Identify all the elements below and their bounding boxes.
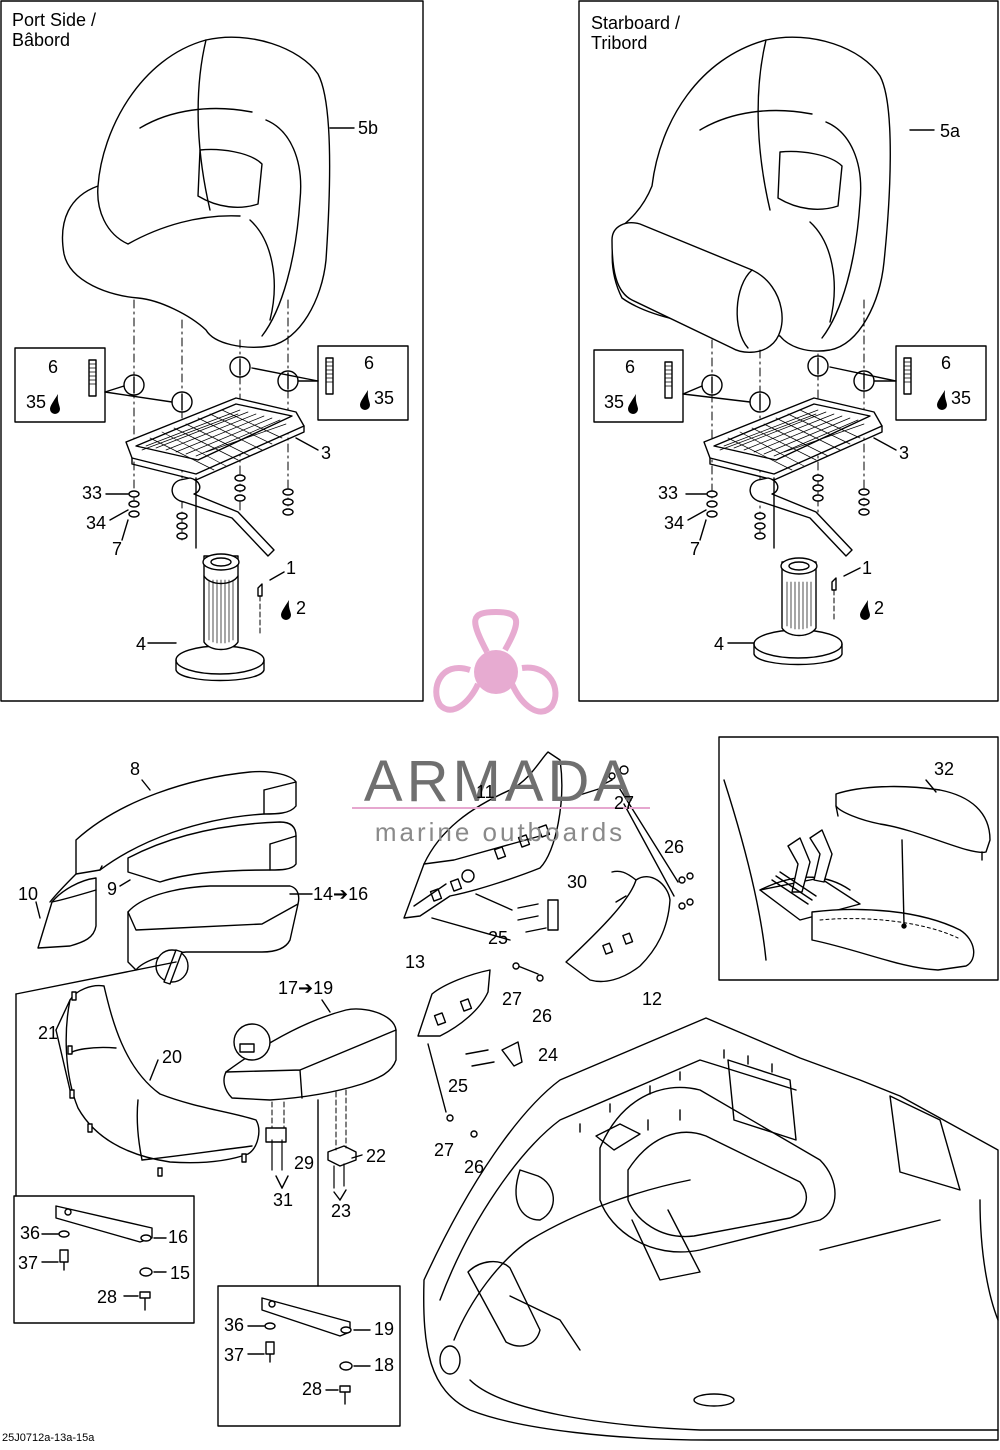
starboard-title-line2: Tribord	[591, 33, 648, 53]
callout-port-washer: 33	[82, 483, 103, 503]
callout-b-36: 36	[224, 1315, 245, 1335]
port-seat	[61, 36, 331, 348]
callout-27-bottom: 27	[434, 1140, 455, 1160]
cushion-14	[127, 885, 300, 971]
port-pedestal	[175, 553, 265, 682]
starboard-panel-title: Starboard / Tribord	[591, 13, 680, 53]
callout-starboard-stud-left: 6	[625, 357, 636, 377]
callout-starboard-screw: 1	[862, 558, 873, 578]
callout-13: 13	[405, 952, 426, 972]
callout-a-36: 36	[20, 1223, 41, 1243]
cushion-10	[37, 877, 97, 949]
starboard-title-line1: Starboard /	[591, 13, 681, 33]
callout-port-seat: 5b	[358, 118, 379, 138]
armada-logo-icon	[433, 608, 559, 715]
starboard-stud-box-right	[895, 345, 987, 421]
callout-9: 9	[107, 879, 118, 899]
callout-11: 11	[476, 782, 495, 802]
callout-a-28: 28	[97, 1287, 118, 1307]
callout-starboard-stud-right: 6	[941, 353, 952, 373]
callout-a-16: 16	[168, 1227, 189, 1247]
callout-port-plate: 3	[321, 443, 332, 463]
callout-starboard-pedestal: 4	[714, 634, 725, 654]
starboard-seat	[611, 36, 891, 353]
callout-starboard-adhesive-screw: 2	[874, 598, 885, 618]
callout-starboard-seat: 5a	[940, 121, 961, 141]
callout-starboard-lockwasher: 34	[664, 513, 685, 533]
console-detail-frame	[718, 736, 999, 981]
drawing-code: 25J0712a-13a-15a	[2, 1432, 95, 1444]
callout-a-15: 15	[170, 1263, 191, 1283]
callout-b-19: 19	[374, 1319, 395, 1339]
port-stud-box-left	[14, 347, 106, 423]
side-panel-12	[565, 870, 671, 983]
callout-10: 10	[18, 884, 39, 904]
watermark-subtitle: marine outboards	[374, 817, 626, 847]
starboard-pedestal	[753, 557, 843, 666]
callout-30: 30	[567, 872, 588, 892]
callout-starboard-adhesive-right: 35	[951, 388, 972, 408]
callout-31: 31	[273, 1190, 294, 1210]
callout-b-18: 18	[374, 1355, 395, 1375]
callout-25-bottom: 25	[448, 1076, 469, 1096]
port-mounting-plate	[125, 397, 305, 481]
callout-14: 14➔16	[313, 884, 369, 904]
callout-20: 20	[162, 1047, 183, 1067]
callout-12: 12	[642, 989, 663, 1009]
callout-27-top: 27	[614, 793, 635, 813]
callout-starboard-nut: 7	[690, 539, 701, 559]
console-detail-art	[723, 779, 991, 971]
callout-port-adhesive-right: 35	[374, 388, 395, 408]
callout-a-37: 37	[18, 1253, 39, 1273]
callout-starboard-plate: 3	[899, 443, 910, 463]
side-panel-11	[403, 751, 563, 919]
callout-26-top: 26	[664, 837, 685, 857]
port-panel-title: Port Side / Bâbord	[12, 10, 96, 50]
callout-port-lockwasher: 34	[86, 513, 107, 533]
callout-port-pedestal: 4	[136, 634, 147, 654]
detail-box-16	[13, 1195, 195, 1324]
detail-box-19	[217, 1285, 401, 1427]
starboard-mounting-plate	[703, 397, 883, 481]
port-panel-frame	[0, 0, 424, 702]
callout-starboard-adhesive-left: 35	[604, 392, 625, 412]
callout-21: 21	[38, 1023, 59, 1043]
port-title-line2: Bâbord	[12, 30, 71, 50]
callout-23: 23	[331, 1201, 352, 1221]
side-panel-13	[417, 969, 491, 1037]
starboard-stud-box-left	[593, 349, 684, 423]
callout-17: 17➔19	[278, 978, 334, 998]
callout-port-stud-right: 6	[364, 353, 375, 373]
callout-8: 8	[130, 759, 141, 779]
callout-24: 24	[538, 1045, 559, 1065]
callout-port-adhesive-screw: 2	[296, 598, 307, 618]
cushion-8	[49, 770, 297, 903]
callout-b-37: 37	[224, 1345, 245, 1365]
callout-27-mid: 27	[502, 989, 523, 1009]
callout-port-screw: 1	[286, 558, 297, 578]
callout-32: 32	[934, 759, 955, 779]
starboard-panel-frame	[578, 0, 999, 702]
boat-hull	[423, 1017, 999, 1441]
callout-b-28: 28	[302, 1379, 323, 1399]
callout-25-top: 25	[488, 928, 509, 948]
callout-starboard-washer: 33	[658, 483, 679, 503]
callout-26-mid: 26	[532, 1006, 553, 1026]
seat-base-20	[65, 984, 260, 1164]
port-title-line1: Port Side /	[12, 10, 97, 30]
callout-port-nut: 7	[112, 539, 123, 559]
callout-port-stud-left: 6	[48, 357, 59, 377]
callout-29: 29	[294, 1153, 315, 1173]
cushion-9	[127, 821, 297, 883]
cushion-17	[223, 1008, 397, 1101]
callout-22: 22	[366, 1146, 387, 1166]
callout-port-adhesive-left: 35	[26, 392, 47, 412]
watermark-name: ARMADA	[363, 749, 637, 814]
callout-26-bottom: 26	[464, 1157, 485, 1177]
port-stud-box-right	[317, 345, 409, 421]
